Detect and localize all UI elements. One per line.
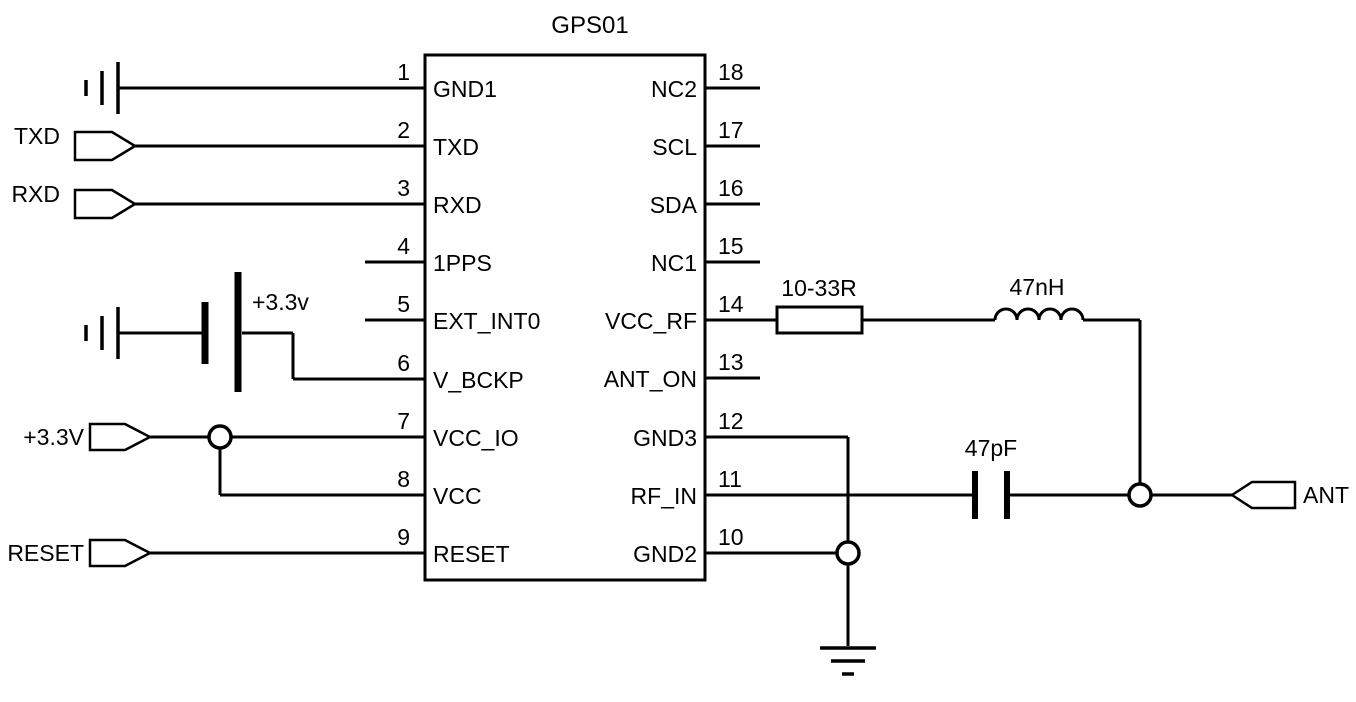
battery-voltage-label: +3.3v: [252, 289, 309, 315]
pin-label: RXD: [433, 192, 482, 218]
left-pin-wires: [118, 86, 425, 555]
junction-gnd: [835, 540, 861, 566]
junctions: [207, 424, 1153, 566]
pin-number: 6: [397, 350, 410, 376]
ant-net-label: ANT: [1303, 482, 1349, 508]
reset-net-label: RESET: [7, 540, 84, 566]
pin-label: ANT_ON: [604, 366, 697, 392]
inductor-value-label: 47nH: [1010, 274, 1065, 300]
chip-body: [423, 53, 707, 582]
rxd-flag-shape: [73, 188, 138, 220]
pin-label: RF_IN: [631, 483, 697, 509]
pin-number: 9: [397, 524, 410, 550]
pin-label: V_BCKP: [433, 367, 524, 393]
inductor-coil: [993, 307, 1085, 321]
pin-label: GND1: [433, 76, 497, 102]
right-pin-labels: NC2 SCL SDA NC1 VCC_RF ANT_ON GND3 RF_IN…: [604, 76, 698, 567]
pin-label: GND3: [633, 425, 697, 451]
pin-number: 13: [718, 349, 744, 375]
pin-number: 16: [718, 175, 744, 201]
capacitor-symbol: 47pF: [965, 435, 1017, 519]
pin-label: EXT_INT0: [433, 308, 540, 334]
pin-number: 3: [397, 175, 410, 201]
port-flag-reset: RESET: [7, 538, 153, 568]
port-flag-txd: TXD: [14, 123, 138, 162]
pin-number: 2: [397, 117, 410, 143]
pin-number: 4: [397, 233, 410, 259]
pin-number: 15: [718, 233, 744, 259]
pin-number: 10: [718, 524, 744, 550]
junction-rf: [1127, 482, 1153, 508]
pin-number: 17: [718, 117, 744, 143]
vcc-flag-shape: [88, 422, 153, 452]
pin-label: TXD: [433, 134, 479, 160]
battery-symbol: +3.3v: [201, 272, 309, 392]
txd-flag-shape: [73, 130, 138, 162]
pin-number: 14: [718, 291, 744, 317]
pin-number: 11: [718, 466, 742, 492]
ant-flag-shape: [1229, 480, 1297, 510]
ground-symbol-bottom: [820, 646, 876, 676]
pin-label: VCC: [433, 483, 482, 509]
left-pin-labels: GND1 TXD RXD 1PPS EXT_INT0 V_BCKP VCC_IO…: [433, 76, 540, 567]
left-pin-numbers: 1 2 3 4 5 6 7 8 9: [397, 59, 410, 550]
pin-number: 5: [397, 291, 410, 317]
pin-label: NC1: [651, 250, 697, 276]
pin-number: 18: [718, 59, 744, 85]
pin-label: SDA: [650, 192, 698, 218]
ground-symbol-battery: [84, 307, 120, 359]
pin-label: SCL: [652, 134, 697, 160]
pin-number: 8: [397, 466, 410, 492]
port-flag-vcc: +3.3V: [23, 422, 153, 452]
pin-label: VCC_IO: [433, 425, 519, 451]
right-pin-numbers: 18 17 16 15 14 13 12 11 10: [718, 59, 744, 550]
junction-vcc: [207, 424, 233, 450]
pin-label: VCC_RF: [605, 308, 697, 334]
capacitor-value-label: 47pF: [965, 435, 1017, 461]
pin-label: 1PPS: [433, 250, 492, 276]
inductor-symbol: 47nH: [993, 274, 1085, 321]
resistor-value-label: 10-33R: [781, 275, 856, 301]
pin-label: RESET: [433, 541, 510, 567]
rxd-net-label: RXD: [11, 181, 60, 207]
pin-number: 12: [718, 408, 744, 434]
chip-title: GPS01: [551, 12, 628, 39]
port-flag-ant: ANT: [1229, 480, 1349, 510]
txd-net-label: TXD: [14, 123, 60, 149]
right-pin-wires: [705, 86, 1232, 646]
vcc-net-label: +3.3V: [23, 424, 84, 450]
resistor-body: [775, 305, 864, 335]
resistor-symbol: 10-33R: [775, 275, 864, 335]
reset-flag-shape: [88, 538, 153, 568]
pin-number: 1: [397, 59, 410, 85]
pin-number: 7: [397, 408, 410, 434]
chip-symbol: GPS01: [423, 12, 707, 582]
pin-label: NC2: [651, 76, 697, 102]
port-flag-rxd: RXD: [11, 181, 138, 220]
pin-label: GND2: [633, 541, 697, 567]
ground-symbol-gnd1: [84, 62, 120, 114]
